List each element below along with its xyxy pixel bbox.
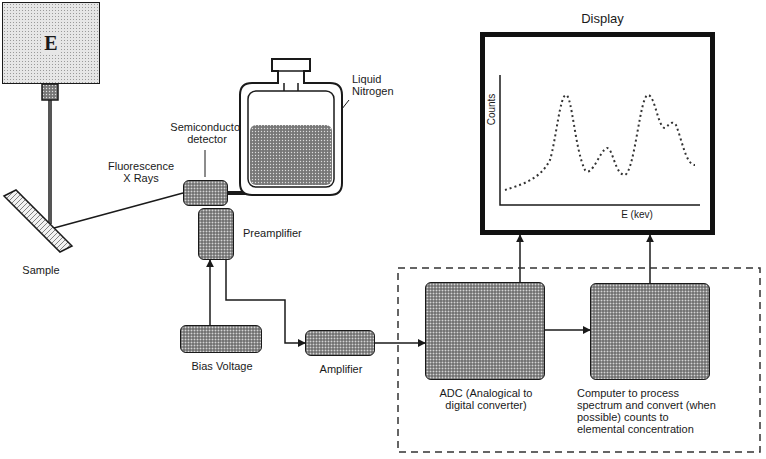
signal-arrow (375, 342, 425, 344)
tube-label: E (41, 32, 60, 54)
tube-nozzle (42, 84, 58, 100)
fluorescence-ray (54, 193, 183, 228)
computer-box: Computer to process spectrum and convert… (590, 283, 710, 380)
node-label: Display (485, 11, 720, 26)
display-monitor: Display (480, 32, 715, 235)
electronics-group (398, 268, 760, 452)
x-ray-beam (48, 84, 52, 224)
node-label: Sample (3, 264, 79, 276)
node-label: Liquid Nitrogen (352, 73, 406, 97)
node-label: Computer to process spectrum and convert… (577, 387, 719, 435)
signal-arrow (519, 235, 521, 282)
signal-arrow (649, 235, 651, 283)
display-screen (485, 37, 710, 230)
axis-label: E (kev) (612, 209, 662, 220)
sample-slab: Sample (2, 188, 74, 254)
sample-outline (2, 188, 74, 254)
dewar-outline (236, 55, 346, 200)
adc-box: ADC (Analogical to digital converter) (425, 282, 545, 380)
x-ray-tube: E (2, 2, 100, 84)
node-label: Bias Voltage (177, 360, 267, 372)
plot-axes (500, 75, 700, 205)
node-label: Amplifier (301, 363, 381, 375)
node-label: Preamplifier (243, 227, 323, 239)
amplifier-box: Amplifier (305, 330, 375, 356)
axis-label: Counts (486, 90, 497, 130)
detector-box: Semiconductor detector (183, 180, 228, 206)
signal-arrow (545, 329, 590, 331)
edge-label: Fluorescence X Rays (103, 160, 179, 184)
preamp-box: Preamplifier (198, 208, 234, 260)
dewar-vessel: Liquid Nitrogen (236, 55, 346, 200)
node-label: ADC (Analogical to digital converter) (436, 387, 536, 411)
spectrum-trace (505, 95, 695, 190)
bias-box: Bias Voltage (180, 325, 262, 353)
node-label: Semiconductor detector (167, 121, 247, 145)
signal-arrow (209, 260, 211, 325)
leader-line (205, 150, 206, 177)
